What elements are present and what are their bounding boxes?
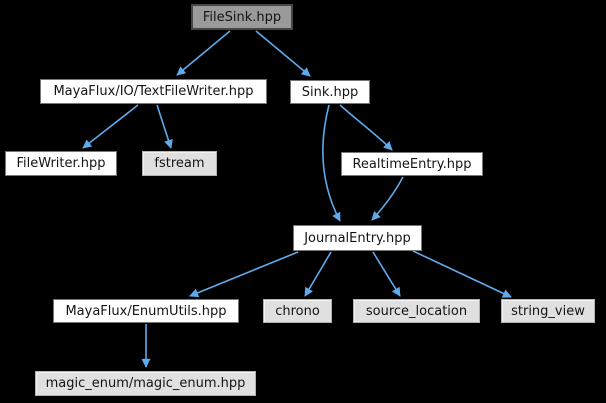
edge-journalentry-enumutils [189,251,299,298]
edge-sink-realtimeentry [339,104,393,151]
node-sink-hpp[interactable]: Sink.hpp [290,80,370,104]
node-string-view: string_view [501,299,595,323]
node-filesink-hpp: FileSink.hpp [191,4,293,30]
node-textfilewriter-hpp[interactable]: MayaFlux/IO/TextFileWriter.hpp [40,79,267,104]
node-magic-enum-hpp: magic_enum/magic_enum.hpp [35,371,256,396]
edge-sink-journalentry [322,104,341,222]
edge-journalentry-stringview [412,250,512,298]
node-filewriter-hpp[interactable]: FileWriter.hpp [5,151,117,176]
edge-filesink-textfilewriter [176,30,231,76]
edge-filesink-sink [255,30,311,77]
edge-textfilewriter-filewriter [82,104,139,149]
node-journalentry-hpp[interactable]: JournalEntry.hpp [293,225,422,251]
edge-journalentry-chrono [304,251,332,297]
edge-textfilewriter-fstream [156,104,173,149]
node-chrono: chrono [263,299,332,323]
node-fstream: fstream [142,151,217,176]
node-enumutils-hpp[interactable]: MayaFlux/EnumUtils.hpp [53,299,239,323]
edge-realtimeentry-journalentry [371,176,404,221]
node-realtimeentry-hpp[interactable]: RealtimeEntry.hpp [341,152,483,176]
edge-journalentry-sourcelocation [372,251,401,297]
node-source-location: source_location [353,299,480,323]
